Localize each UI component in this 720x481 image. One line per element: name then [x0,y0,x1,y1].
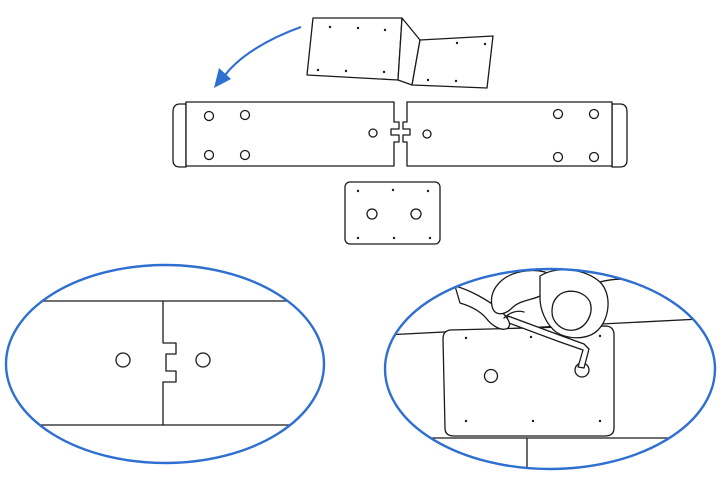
left-long-plate [172,101,400,168]
small-mounting-plate [344,181,441,245]
hand-icon [454,269,681,339]
tighten-detail-view [383,267,717,471]
hex-key-icon [505,315,590,369]
right-long-plate [402,101,628,168]
curved-arrow-icon [214,25,302,88]
joint-detail-view [4,263,326,465]
bent-bracket-piece [306,17,494,89]
